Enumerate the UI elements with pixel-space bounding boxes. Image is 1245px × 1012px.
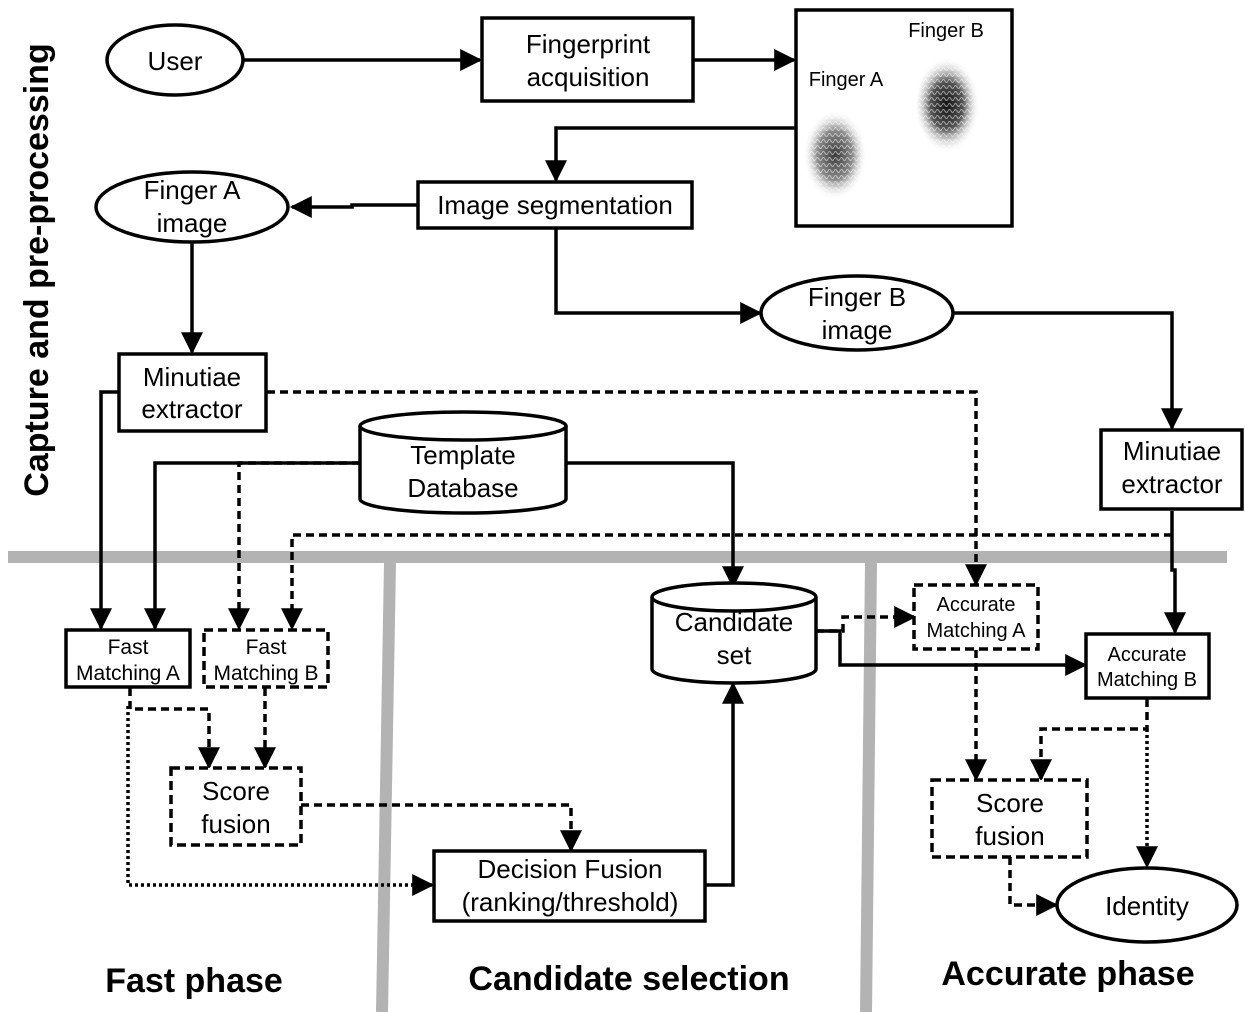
finger-b-label: Finger B — [908, 20, 984, 42]
minutiae-a-line2: extractor — [141, 394, 242, 424]
minutiae-extractor-a-node — [117, 352, 268, 433]
edge-db-candidate — [566, 461, 744, 589]
score-fusion-accurate-node — [930, 778, 1089, 859]
fast-matching-b-line1: Fast — [246, 636, 287, 659]
acquisition-label-line1: Fingerprint — [526, 29, 651, 59]
accurate-matching-b-line1: Accurate — [1108, 644, 1187, 666]
edge-minutiaeA-accurateA — [267, 390, 987, 587]
accurate-matching-a-node — [912, 583, 1040, 651]
decision-fusion-node — [432, 849, 707, 923]
fast-matching-b-line2: Matching B — [213, 662, 318, 685]
identity-label: Identity — [1105, 891, 1189, 921]
edges — [90, 49, 1186, 916]
edge-fastA-fusion — [128, 688, 220, 770]
segmentation-label: Image segmentation — [437, 190, 673, 220]
edge-seg-fingerB — [554, 229, 763, 324]
minutiae-extractor-b-node — [1099, 428, 1244, 511]
edge-db-fastA — [144, 461, 360, 631]
edge-fingerB-minutiae — [953, 311, 1183, 431]
segmentation-node — [416, 180, 694, 230]
minutiae-a-line1: Minutiae — [143, 362, 241, 392]
candidate-set-line2: set — [717, 640, 752, 670]
edge-minutiaeA-fastA — [90, 390, 119, 631]
finger-b-image-node — [759, 274, 955, 352]
edge-accurateB-fusion — [1030, 699, 1149, 782]
score-fusion-accurate-line1: Score — [976, 788, 1044, 818]
minutiae-b-line1: Minutiae — [1123, 436, 1221, 466]
edge-seg-fingerA — [289, 196, 418, 218]
edge-minutiaeB-fastB — [281, 533, 1172, 631]
template-db-line2: Database — [407, 473, 518, 503]
section-accurate-label: Accurate phase — [941, 955, 1194, 993]
fast-matching-a-line1: Fast — [108, 636, 149, 659]
finger-b-image-line2: image — [822, 315, 893, 345]
decision-fusion-line2: (ranking/threshold) — [462, 887, 679, 917]
score-fusion-fast-node — [169, 766, 303, 847]
accurate-matching-a-line1: Accurate — [937, 594, 1016, 616]
edge-fusion-identity — [1008, 857, 1059, 916]
finger-b-image-line1: Finger B — [808, 282, 906, 312]
edge-image-segmentation — [545, 126, 796, 183]
score-fusion-fast-line1: Score — [202, 776, 270, 806]
user-node — [105, 23, 245, 97]
edge-fusion-decision — [301, 803, 582, 853]
template-database-node: Template Database — [358, 410, 568, 515]
section-capture-label: Capture and pre-processing — [18, 43, 56, 496]
separators — [8, 551, 1227, 1012]
candidate-set-line1: Candidate — [675, 607, 794, 637]
template-db-line1: Template — [410, 440, 516, 470]
edge-db-fastB — [228, 461, 360, 631]
separator-right — [860, 562, 877, 1012]
minutiae-b-line2: extractor — [1121, 469, 1222, 499]
separator-left — [376, 562, 396, 1012]
acquisition-node — [480, 16, 695, 103]
finger-a-image-node — [94, 170, 290, 244]
accurate-matching-b-line2: Matching B — [1097, 669, 1197, 691]
edge-minutiaeB-accurateB — [1164, 511, 1186, 635]
score-fusion-fast-line2: fusion — [201, 809, 270, 839]
edge-candidate-accurateB — [816, 629, 1088, 676]
edge-decision-candidate — [705, 681, 744, 887]
fast-matching-a-line2: Matching A — [76, 662, 180, 685]
finger-a-label: Finger A — [809, 69, 884, 91]
score-fusion-accurate-line2: fusion — [975, 821, 1044, 851]
fast-matching-a-node — [64, 628, 192, 689]
fingerprint-b-ridges — [917, 57, 983, 153]
accurate-matching-b-node — [1084, 632, 1211, 700]
fast-matching-b-node — [202, 628, 330, 689]
acquisition-label-line2: acquisition — [527, 62, 650, 92]
section-fast-label: Fast phase — [105, 962, 283, 1000]
section-candidate-label: Candidate selection — [468, 960, 789, 998]
finger-a-image-line1: Finger A — [144, 175, 241, 205]
fingerprint-a-ridges — [803, 110, 867, 200]
user-label: User — [148, 46, 203, 76]
decision-fusion-line1: Decision Fusion — [478, 854, 663, 884]
accurate-matching-a-line2: Matching A — [927, 620, 1027, 642]
fingerprint-image: Finger B Finger A — [794, 8, 1014, 228]
finger-a-image-line2: image — [157, 208, 228, 238]
identity-node — [1055, 866, 1239, 944]
candidate-set-node: Candidate set — [650, 581, 818, 685]
